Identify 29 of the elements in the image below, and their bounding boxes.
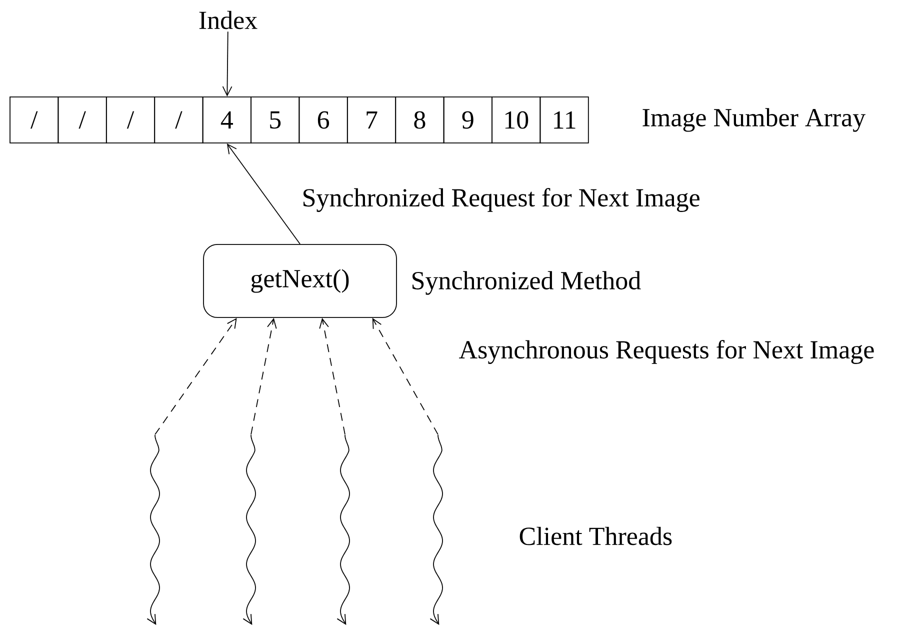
array-cell: 9	[443, 96, 492, 144]
edge-label: Synchronized Request for Next Image	[304, 188, 700, 212]
array-cell: /	[154, 96, 204, 144]
thread-wave	[242, 434, 256, 625]
method-label: Synchronized Method	[412, 271, 641, 295]
array-cell: /	[10, 96, 59, 144]
arrow	[250, 318, 277, 435]
method-box: getNext()	[203, 244, 397, 318]
index-label: Index	[199, 10, 258, 30]
array-cell: 6	[298, 96, 348, 144]
caption-text: Asynchronous Requests for Next Image	[459, 340, 874, 364]
arrow	[319, 318, 346, 435]
arrow	[222, 31, 232, 97]
array-cell: 4	[202, 96, 252, 144]
array-cell: /	[58, 96, 107, 144]
caption-text: Image Number Array	[642, 108, 866, 132]
thread-wave	[430, 434, 443, 625]
arrow	[226, 143, 300, 244]
arrow	[372, 318, 438, 435]
array-cell: /	[106, 96, 156, 144]
array-cell: 7	[346, 96, 396, 144]
array-cell: 5	[250, 96, 300, 144]
array-cell: 8	[395, 96, 444, 144]
caption-text: Client Threads	[520, 526, 672, 546]
array-cell: 11	[540, 96, 589, 144]
thread-wave	[336, 434, 350, 625]
array-cell: 10	[492, 96, 541, 144]
arrow	[154, 318, 237, 435]
thread-wave	[146, 434, 160, 625]
